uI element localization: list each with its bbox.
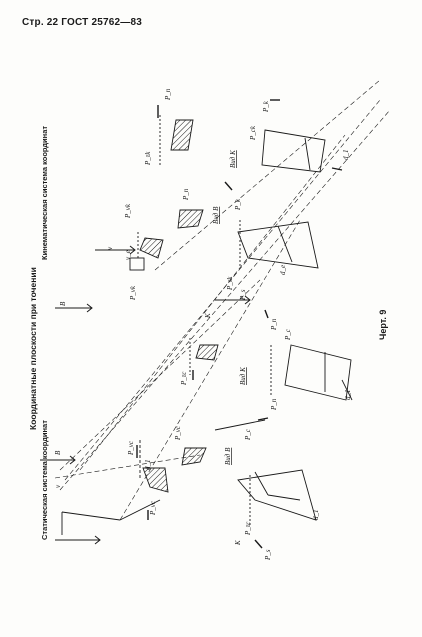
static-cutter-top	[61, 440, 207, 535]
page-header: Стр. 22 ГОСТ 25762—83	[22, 17, 142, 28]
label-ptk-kin: P_τk	[226, 276, 234, 291]
label-pvc-left: P_vc	[149, 500, 157, 516]
label-ptc-static: P_τc	[244, 521, 252, 536]
plane-traces	[136, 99, 343, 549]
label-pk2-kin: P_k	[262, 100, 270, 113]
label-k-kin: K	[204, 313, 212, 319]
label-pn-static: P_n	[270, 398, 278, 411]
kinematic-cutter-top	[129, 209, 204, 271]
static-tool	[214, 419, 317, 525]
static-view-k-tool	[270, 344, 353, 401]
static-cutter-mid	[189, 338, 219, 375]
label-v-static: v	[54, 484, 62, 488]
label-ptc2-static: P_τc	[180, 371, 188, 386]
label-pvk-top: P_vk	[124, 203, 132, 219]
label-pck-kin: P_ck	[249, 125, 257, 141]
label-dk-kin: d_1	[342, 150, 350, 161]
label-pk-kin: P_k	[234, 198, 242, 211]
kinematic-view-k-tool	[159, 115, 326, 173]
label-pn-kin: P_n	[182, 188, 190, 201]
label-d-bottom-static: d_1	[312, 510, 320, 521]
label-vid-k-kin: Вид К	[229, 150, 237, 168]
direction-arrows	[40, 245, 251, 545]
label-d-vidk-static: d_1	[344, 390, 352, 401]
label-pvk-left: P_vk	[129, 285, 137, 301]
label-vid-b-static: Вид В	[224, 447, 232, 465]
label-d-top-static: d_1	[144, 460, 152, 471]
label-pvc-mid: P_vc	[174, 425, 182, 441]
label-vid-k-static: Вид К	[239, 367, 247, 385]
label-b-kin: B	[59, 301, 67, 306]
label-ve-kin: v_e	[124, 250, 132, 260]
label-v-kin: v	[106, 246, 114, 250]
label-de-kin: d_e	[279, 265, 287, 275]
label-pn2-kin: P_n	[164, 88, 172, 101]
label-pc-static: P_c	[244, 428, 252, 441]
label-b-static: B	[54, 450, 62, 455]
label-ptk2-kin: P_τk	[144, 151, 152, 166]
label-ps-kin: P_s	[239, 289, 247, 301]
label-pc2-static: P_c	[284, 328, 292, 341]
label-vid-b-kin: Вид В	[212, 206, 220, 224]
label-k-static: K	[234, 540, 242, 546]
label-ps-static: P_s	[264, 549, 272, 561]
label-pn2-static: P_n	[270, 318, 278, 331]
kinematic-tool	[237, 220, 319, 269]
label-pvc-top: P_vc	[127, 440, 135, 456]
